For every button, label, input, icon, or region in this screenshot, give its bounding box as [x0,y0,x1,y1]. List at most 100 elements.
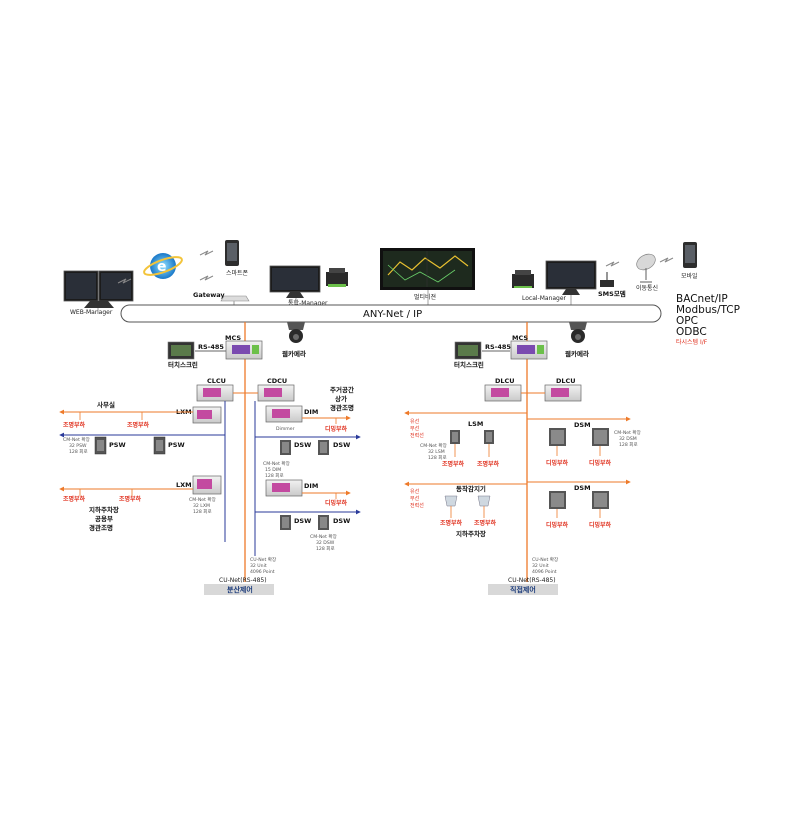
power-label-2: 유선 무선 전력선 [410,488,424,509]
left-cu-note: CU-Net 확장 32 Unit 4096 Point [250,556,277,575]
right-dimming-load-4: 디밍부하 [589,521,612,529]
right-footer-label: 직접제어 [510,585,536,594]
office-label: 사무실 [97,400,115,409]
right-lighting-load-3: 조명부하 [440,519,463,527]
right-lighting-load-4: 조명부하 [474,519,497,527]
dim-bottom-label: DIM [304,482,318,490]
lighting-load-1: 조명부하 [63,421,86,429]
svg-text:CM-Net 확장: CM-Net 확장 [63,436,91,443]
wireless-signal-icon [117,250,674,284]
right-footer-bar [488,584,558,595]
svg-text:e: e [157,259,167,275]
right-mcs-label: MCS [512,334,528,342]
web-manager-label: WEB-Manager [70,309,113,316]
left-rs485-label: RS-485 [198,343,224,351]
dlcu-label-1: DLCU [495,377,515,385]
left-cu-net-label: CU-Net(RS-485) [219,577,267,584]
lxm-bottom-label: LXM [176,481,192,489]
bus-label: ANY-Net / IP [363,309,422,320]
svg-text:128 회로: 128 회로 [619,441,638,448]
dsm-note: CM-Net 확장 32 DSM 128 회로 [614,429,642,448]
svg-text:전력선: 전력선 [410,432,424,439]
dlcu-controller-1 [484,384,522,402]
gateway-label: Gateway [193,291,225,299]
dsw-switch-3 [280,515,291,530]
cdcu-label: CDCU [267,377,287,385]
clcu-label: CLCU [207,377,226,385]
dsw-switch-2 [318,440,329,455]
lsm-label: LSM [468,420,483,428]
dimming-load-2: 디밍부하 [325,499,348,507]
motion-sensor-1 [444,495,458,518]
svg-text:유선: 유선 [410,488,420,495]
dsw-switch-1 [280,440,291,455]
svg-text:경관조명: 경관조명 [330,403,354,412]
svg-text:CM-Net 확장: CM-Net 확장 [263,460,291,467]
svg-text:32 LSM: 32 LSM [428,449,445,455]
dsw-label-2: DSW [333,441,350,449]
svg-text:CU-Net 확장: CU-Net 확장 [532,556,559,563]
svg-text:4096 Point: 4096 Point [250,569,275,575]
dlcu-controller-2 [544,384,582,402]
dsw-switch-4 [318,515,329,530]
svg-text:상가: 상가 [335,394,347,403]
multivision-display-icon [380,248,475,290]
web-manager-monitor-icon [63,270,134,308]
right-parking-label: 지하주차장 [456,529,486,538]
svg-text:32 Unit: 32 Unit [532,563,549,569]
left-mcs-label: MCS [225,334,241,342]
local-printer-icon [512,270,534,288]
left-footer-bar [204,584,274,595]
right-dimming-load-2: 디밍부하 [589,459,612,467]
local-manager-label: Local-Manager [522,295,567,302]
right-touchscreen-icon [454,341,482,360]
multivision-label: 멀티비젼 [414,293,436,301]
dsm-module-4 [592,491,609,509]
dsm-module-3 [549,491,566,509]
mobile-label: 모바일 [681,272,698,280]
svg-text:128 회로: 128 회로 [193,508,212,515]
dsw-note: CM-Net 확장 32 DSW 128 회로 [310,533,338,552]
right-camera-label: 웹카메라 [565,349,589,358]
right-mcs-controller [510,340,548,360]
dim-top-module [265,405,303,423]
left-touchscreen-label: 터치스크린 [168,360,198,369]
protocol-odbc: ODBC [676,326,707,338]
mobile-comm-label: 이동통신 [636,284,658,292]
lxm-note: CM-Net 확장 32 LXM 128 회로 [189,496,217,515]
psw-switch-1 [94,436,107,455]
right-cu-net-label: CU-Net(RS-485) [508,577,556,584]
dsm-module-2 [592,428,609,446]
any-net-ip-bus [120,304,662,323]
svg-text:128 회로: 128 회로 [428,454,447,461]
right-camera-icon [569,322,587,343]
psw-label-1: PSW [109,441,126,449]
dsm-module-1 [549,428,566,446]
right-dimming-load-1: 디밍부하 [546,459,569,467]
svg-text:무선: 무선 [410,425,420,432]
protocol-note: 타시스템 I/F [676,338,708,346]
svg-text:전력선: 전력선 [410,502,424,509]
psw-switch-2 [153,436,166,455]
svg-text:32 LXM: 32 LXM [193,503,210,509]
svg-text:CU-Net 확장: CU-Net 확장 [250,556,277,563]
svg-text:CM-Net 확장: CM-Net 확장 [310,533,338,540]
lighting-load-3: 조명부하 [63,495,86,503]
power-label-1: 유선 무선 전력선 [410,418,424,439]
dlcu-label-2: DLCU [556,377,576,385]
dsw-label-3: DSW [294,517,311,525]
svg-text:15 DIM: 15 DIM [265,467,281,473]
left-touchscreen-icon [167,341,195,360]
cdcu-controller [257,384,295,402]
left-camera-label: 웹카메라 [282,349,306,358]
residential-label: 주거공간 상가 경관조명 [330,385,354,412]
protocol-bacnet: BACnet/IP [676,293,728,305]
svg-text:유선: 유선 [410,418,420,425]
printer-icon [326,268,348,287]
lighting-load-2: 조명부하 [127,421,150,429]
left-footer-label: 분산제어 [227,585,253,594]
dim-bottom-module [265,479,303,497]
integrated-manager-label: 통합-Manager [288,299,328,307]
svg-text:4096 Point: 4096 Point [532,569,557,575]
svg-text:지하주차장: 지하주차장 [89,505,119,514]
